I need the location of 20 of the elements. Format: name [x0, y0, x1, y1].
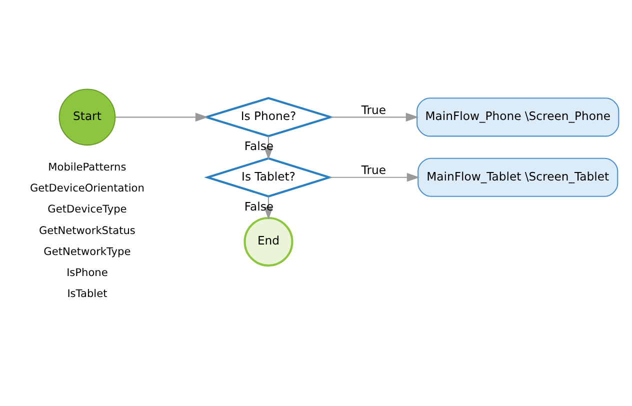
label: GetDeviceType — [48, 203, 127, 216]
label: IsPhone — [66, 266, 108, 279]
node-box: MainFlow_Phone \Screen_Phone — [416, 97, 620, 136]
arrow — [329, 172, 420, 182]
node-diamond: Is Tablet? — [204, 156, 333, 197]
label: MobilePatterns — [48, 160, 126, 173]
label: GetNetworkType — [44, 245, 131, 258]
node-diamond: Is Phone? — [202, 96, 334, 137]
label: GetDeviceOrientation — [30, 182, 144, 194]
label: GetNetworkStatus — [38, 224, 136, 236]
node-circle: End — [244, 216, 294, 266]
node-box: MainFlow_Tablet \Screen_Tablet — [418, 157, 618, 196]
arrow — [330, 112, 419, 122]
edge-label: True — [361, 162, 386, 176]
node-circle: Start — [58, 88, 116, 146]
edge-label: True — [361, 102, 386, 116]
label: IsTablet — [67, 288, 108, 300]
edge-label: False — [244, 138, 274, 153]
edge-label: False — [244, 198, 274, 213]
arrow — [115, 112, 208, 122]
